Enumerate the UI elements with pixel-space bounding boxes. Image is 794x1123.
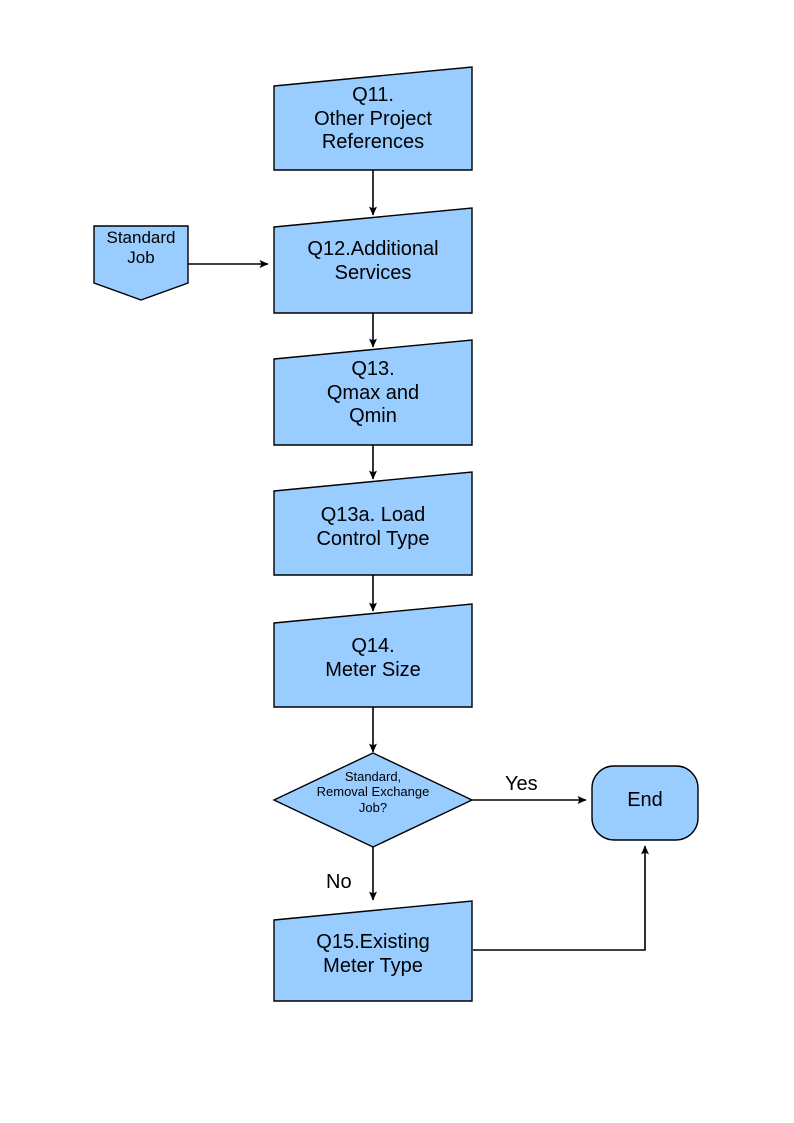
node-q11[interactable] xyxy=(273,66,473,171)
node-standard-job[interactable] xyxy=(93,225,189,301)
node-q13a[interactable] xyxy=(273,471,473,576)
node-q12[interactable] xyxy=(273,207,473,314)
node-q15[interactable] xyxy=(273,900,473,1002)
node-end[interactable] xyxy=(591,765,699,841)
edge-label-no: No xyxy=(326,871,352,893)
node-q13[interactable] xyxy=(273,339,473,446)
node-decision[interactable] xyxy=(272,752,474,848)
edge-label-yes: Yes xyxy=(505,773,538,795)
connector-layer xyxy=(188,170,649,951)
edge-q15-to-end xyxy=(473,845,649,951)
node-layer xyxy=(93,66,699,1002)
node-q14[interactable] xyxy=(273,603,473,708)
